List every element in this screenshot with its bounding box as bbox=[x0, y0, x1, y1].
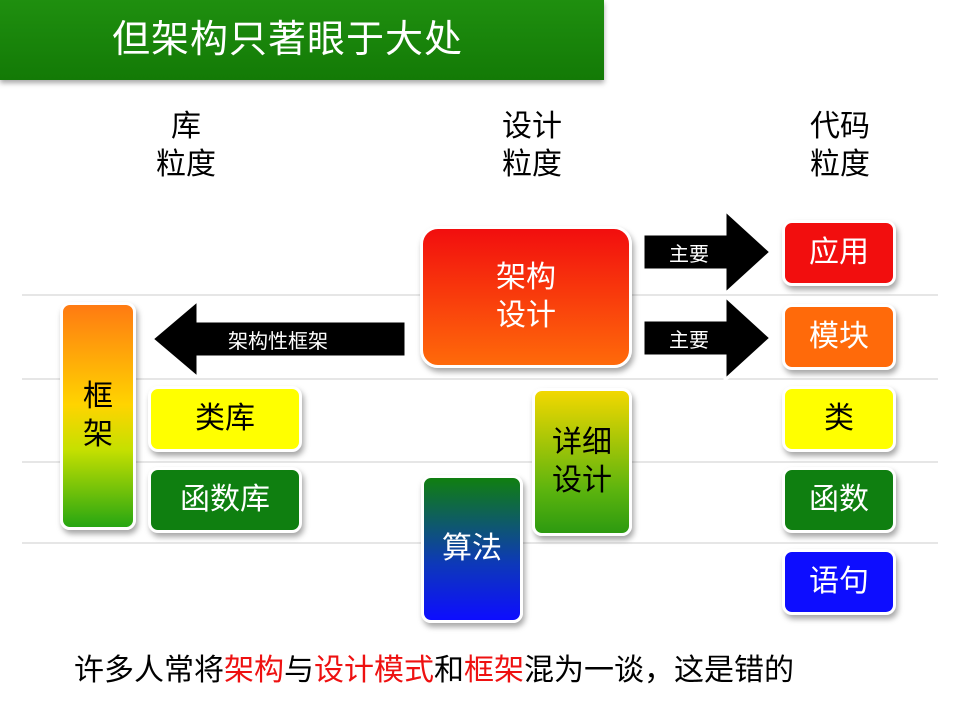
divider-line-2 bbox=[22, 378, 938, 380]
function-library-box: 函数库 bbox=[148, 467, 302, 533]
framework-arrow-label: 架构性框架 bbox=[228, 328, 328, 353]
statement-box: 语句 bbox=[782, 549, 896, 615]
algorithm-box: 算法 bbox=[421, 475, 523, 623]
main-arrow-application: 主要 bbox=[643, 210, 771, 294]
class-box: 类 bbox=[782, 386, 896, 452]
framework-arrow: 架构性框架 bbox=[152, 300, 406, 378]
left-arrow-icon bbox=[152, 300, 406, 378]
statement-highlight-architecture: 架构 bbox=[224, 653, 284, 688]
module-box: 模块 bbox=[782, 304, 896, 370]
column-header-code: 代码 粒度 bbox=[810, 109, 870, 182]
detail-design-box: 详细 设计 bbox=[532, 388, 632, 536]
statement-part-4: 混为一谈，这是错的 bbox=[524, 653, 794, 688]
statement-part-2: 与 bbox=[284, 653, 314, 688]
class-library-box: 类库 bbox=[148, 386, 302, 452]
main-arrow-label-1: 主要 bbox=[669, 241, 709, 266]
bottom-statement: 许多人常将架构与设计模式和框架混为一谈，这是错的 bbox=[74, 650, 794, 692]
architecture-design-box: 架构 设计 bbox=[420, 226, 632, 368]
page-title: 但架构只著眼于大处 bbox=[112, 17, 464, 61]
statement-highlight-framework: 框架 bbox=[464, 653, 524, 688]
function-box: 函数 bbox=[782, 467, 896, 533]
main-arrow-label-2: 主要 bbox=[669, 327, 709, 352]
statement-highlight-design-patterns: 设计模式 bbox=[314, 653, 434, 688]
right-arrow-icon bbox=[643, 296, 771, 380]
column-header-library: 库 粒度 bbox=[156, 109, 216, 182]
main-arrow-module: 主要 bbox=[643, 296, 771, 380]
application-box: 应用 bbox=[782, 220, 896, 286]
column-header-design: 设计 粒度 bbox=[502, 109, 562, 182]
divider-line-3 bbox=[22, 461, 938, 463]
framework-box: 框 架 bbox=[60, 302, 136, 530]
statement-part-1: 许多人常将 bbox=[74, 653, 224, 688]
right-arrow-icon bbox=[643, 210, 771, 294]
title-bar: 但架构只著眼于大处 bbox=[0, 0, 604, 80]
statement-part-3: 和 bbox=[434, 653, 464, 688]
